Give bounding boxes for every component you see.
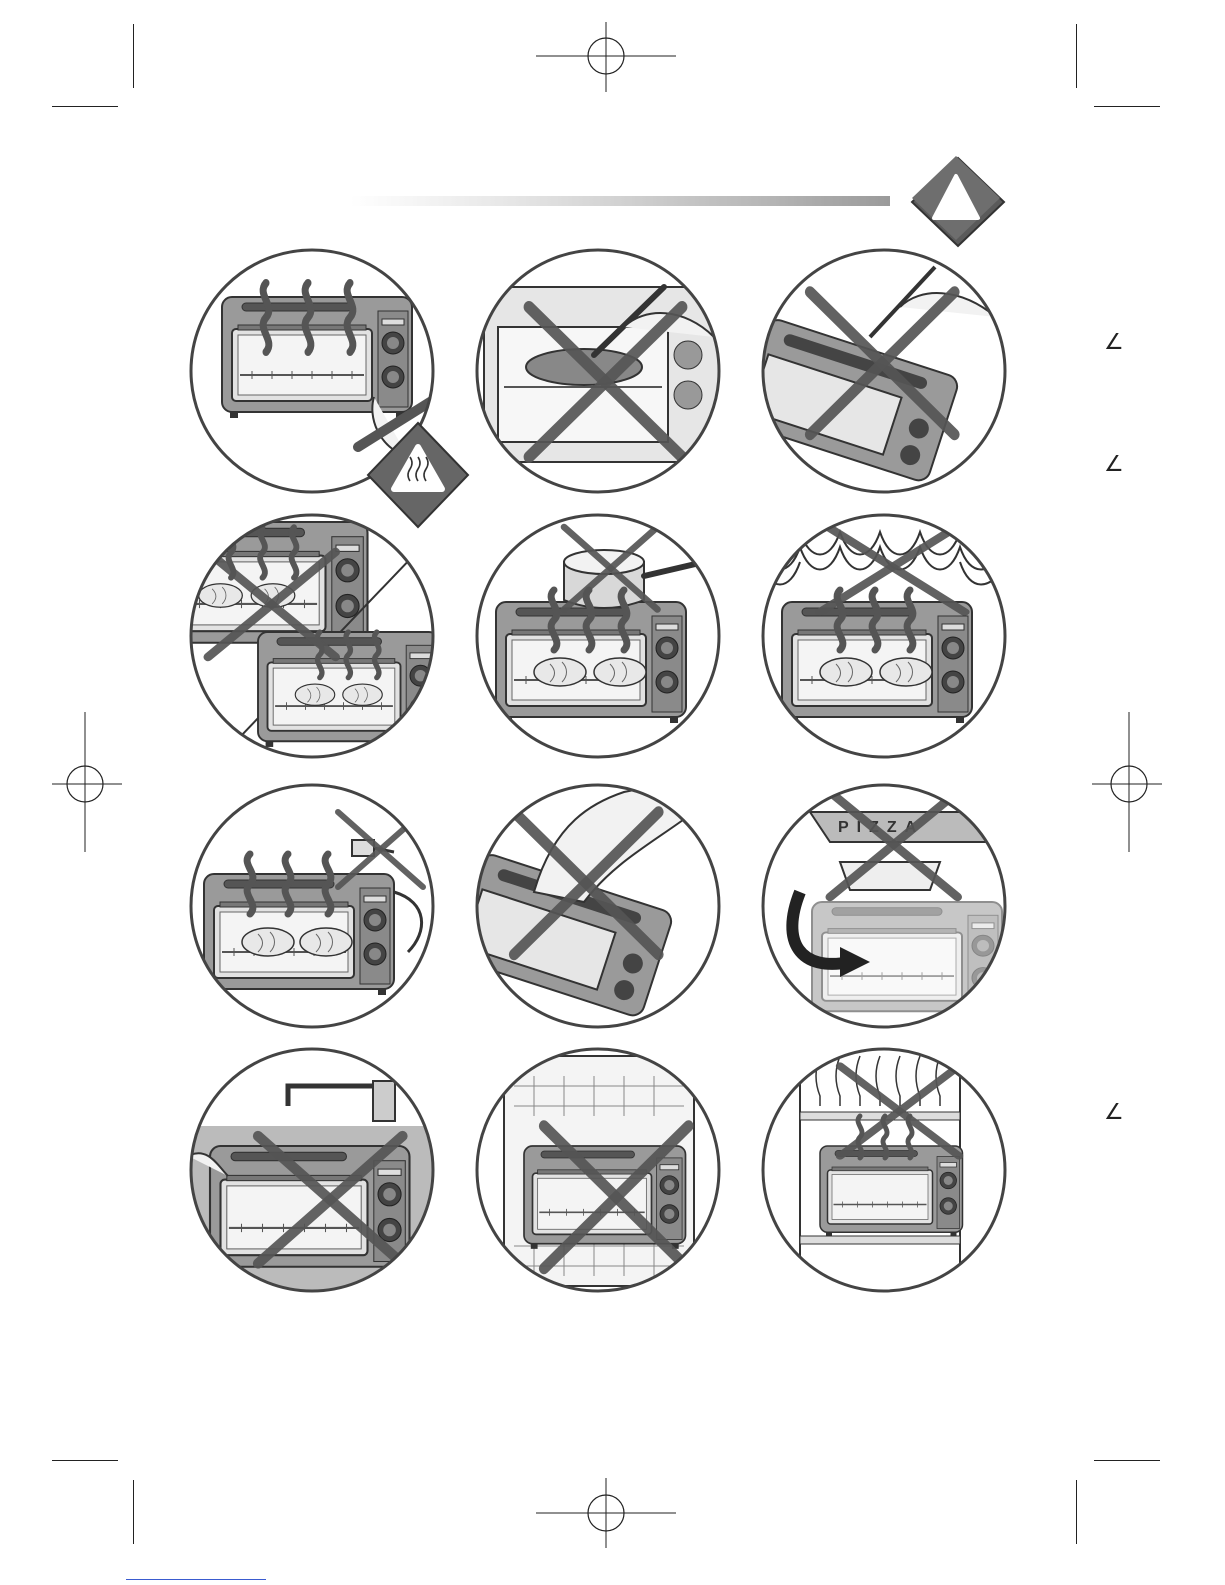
- illustration-no-packaging-inside: PIZZA: [760, 782, 1008, 1030]
- illustration-no-dishwasher: [474, 1046, 722, 1294]
- margin-symbol: ∠: [1104, 1100, 1124, 1125]
- illustration-nothing-on-top: [474, 512, 722, 760]
- warning-triangle-icon: [908, 152, 1008, 248]
- registration-mark: [1092, 712, 1162, 852]
- illustration-keep-away-from-curtains: [760, 512, 1008, 760]
- crop-mark: [1094, 106, 1160, 107]
- illustration-hot-surface-caution: [188, 247, 436, 495]
- margin-symbol: ∠: [1104, 452, 1124, 477]
- crop-mark: [1076, 24, 1077, 88]
- crop-mark: [52, 1460, 118, 1461]
- crop-mark: [1076, 1480, 1077, 1544]
- registration-mark: [536, 22, 676, 92]
- illustration-keep-away-from-wall: [188, 512, 436, 760]
- crop-mark: [133, 1480, 134, 1544]
- registration-mark: [52, 712, 122, 852]
- illustration-no-metal-utensil-in-oven: [474, 247, 722, 495]
- illustration-no-fork-in-toaster-slot: [760, 247, 1008, 495]
- footer-underline: [126, 1577, 266, 1580]
- illustration-no-hand-on-top: [474, 782, 722, 1030]
- illustration-no-water-immersion: [188, 1046, 436, 1294]
- crop-mark: [133, 24, 134, 88]
- illustration-unplug-after-use: [188, 782, 436, 1030]
- crop-mark: [1094, 1460, 1160, 1461]
- header-gradient-bar: [350, 196, 890, 206]
- margin-symbol: ∠: [1104, 330, 1124, 355]
- illustration-no-under-cabinet: [760, 1046, 1008, 1294]
- crop-mark: [52, 106, 118, 107]
- registration-mark: [536, 1478, 676, 1548]
